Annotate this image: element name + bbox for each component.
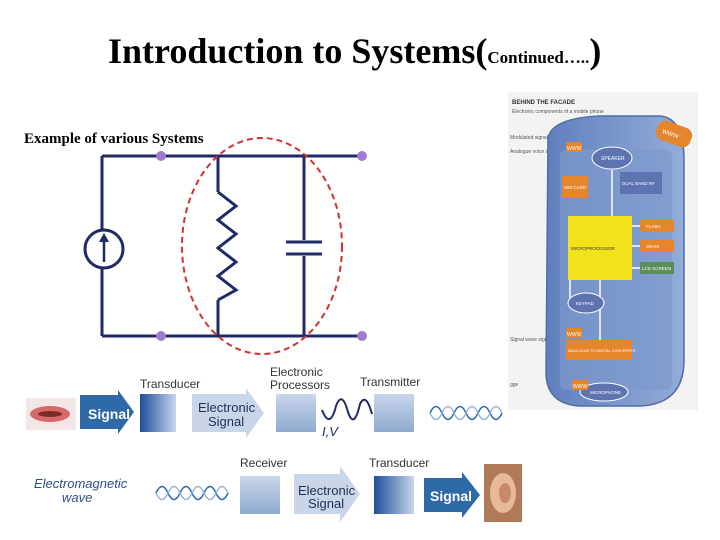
title-close: ) bbox=[589, 31, 602, 71]
block-adc: ANALOGUE TO DIGITAL CONVERTER bbox=[568, 349, 636, 353]
electronic-signal-arrow-2 bbox=[294, 466, 360, 522]
signal-chain-1: Signal Transducer Electronic Signal Elec… bbox=[26, 365, 503, 439]
block-keypad: KEYPAD bbox=[576, 301, 595, 306]
iv-label: I,V bbox=[322, 424, 339, 439]
title-small: Continued….. bbox=[487, 48, 590, 67]
processors-label-a: Electronic bbox=[270, 365, 323, 379]
receiver-label: Receiver bbox=[240, 456, 287, 470]
block-rf: DUAL BAND RF bbox=[622, 181, 655, 186]
transducer-label: Transducer bbox=[140, 377, 200, 391]
block-sram: SRAM bbox=[646, 244, 659, 249]
iv-waveform bbox=[321, 398, 373, 421]
signal-arrow-1-label: Signal bbox=[88, 406, 130, 422]
em-wave-label-b: wave bbox=[62, 490, 92, 505]
phone-left-label-3: Signal wave signal bbox=[510, 337, 551, 343]
badge-1: WWW bbox=[567, 146, 581, 152]
block-microprocessor: MICROPROCESSOR bbox=[571, 246, 616, 251]
current-source bbox=[83, 228, 125, 270]
block-microphone: MICROPHONE bbox=[590, 390, 621, 395]
signal-arrow-2-label: Signal bbox=[430, 488, 472, 504]
processors-label-b: Processors bbox=[270, 378, 330, 392]
phone-left-label-2: Analogue voice signal bbox=[510, 149, 559, 155]
em-wave-label-a: Electromagnetic bbox=[34, 476, 128, 491]
signal-arrow-1 bbox=[80, 390, 134, 434]
capacitor bbox=[286, 240, 322, 256]
transmitter-box bbox=[374, 394, 414, 432]
signal-arrow-2 bbox=[424, 472, 480, 518]
phone-left-label-4: gge bbox=[510, 382, 519, 388]
badge-2: WWW bbox=[567, 332, 581, 338]
circuit-nodes bbox=[156, 151, 367, 341]
transmitter-label: Transmitter bbox=[360, 375, 420, 389]
electronic-signal-arrow-1 bbox=[192, 388, 264, 438]
highlight-ellipse bbox=[181, 137, 343, 355]
electronic-signal-label-1b: Signal bbox=[208, 414, 244, 429]
block-sim: SIM CARD bbox=[564, 185, 587, 190]
phone-header: BEHIND THE FACADE bbox=[512, 100, 575, 106]
block-speaker: SPEAKER bbox=[601, 156, 625, 162]
phone-badges: WWW WWW WWW WWW bbox=[566, 120, 693, 390]
subtitle: Example of various Systems bbox=[24, 131, 204, 147]
em-wave-1 bbox=[429, 405, 503, 421]
signal-chain-2: Electromagnetic wave Receiver Electronic… bbox=[34, 456, 522, 522]
processors-box bbox=[276, 394, 316, 432]
block-flash: FLASH bbox=[646, 224, 661, 229]
receiver-box bbox=[240, 476, 280, 514]
phone-subheader: Electronic components of a mobile phone bbox=[512, 109, 604, 115]
block-lcd: LCD SCREEN bbox=[642, 266, 671, 271]
mouth-image bbox=[26, 398, 76, 430]
circuit bbox=[83, 137, 367, 355]
badge-3: WWW bbox=[573, 384, 587, 390]
circuit-wires bbox=[100, 154, 362, 338]
phone-illustration: BEHIND THE FACADE Electronic components … bbox=[508, 92, 698, 410]
electronic-signal-label-2b: Signal bbox=[308, 496, 344, 511]
electronic-signal-label-2a: Electronic bbox=[298, 483, 356, 498]
phone-left-label-1: Modulated signal bbox=[510, 135, 548, 141]
transducer-2-box bbox=[374, 476, 414, 514]
resistor bbox=[215, 190, 239, 302]
ear-image bbox=[484, 464, 522, 522]
electronic-signal-label-1a: Electronic bbox=[198, 400, 256, 415]
em-wave-2 bbox=[155, 485, 229, 501]
badge-4: WWW bbox=[661, 129, 679, 141]
page-title: Introduction to Systems(Continued…..) bbox=[108, 30, 601, 72]
phone-blocks: SPEAKER SIM CARD DUAL BAND RF MICROPROCE… bbox=[562, 146, 674, 402]
title-main: Introduction to Systems( bbox=[108, 31, 488, 71]
transducer-2-label: Transducer bbox=[369, 456, 429, 470]
transducer-box bbox=[140, 394, 176, 432]
